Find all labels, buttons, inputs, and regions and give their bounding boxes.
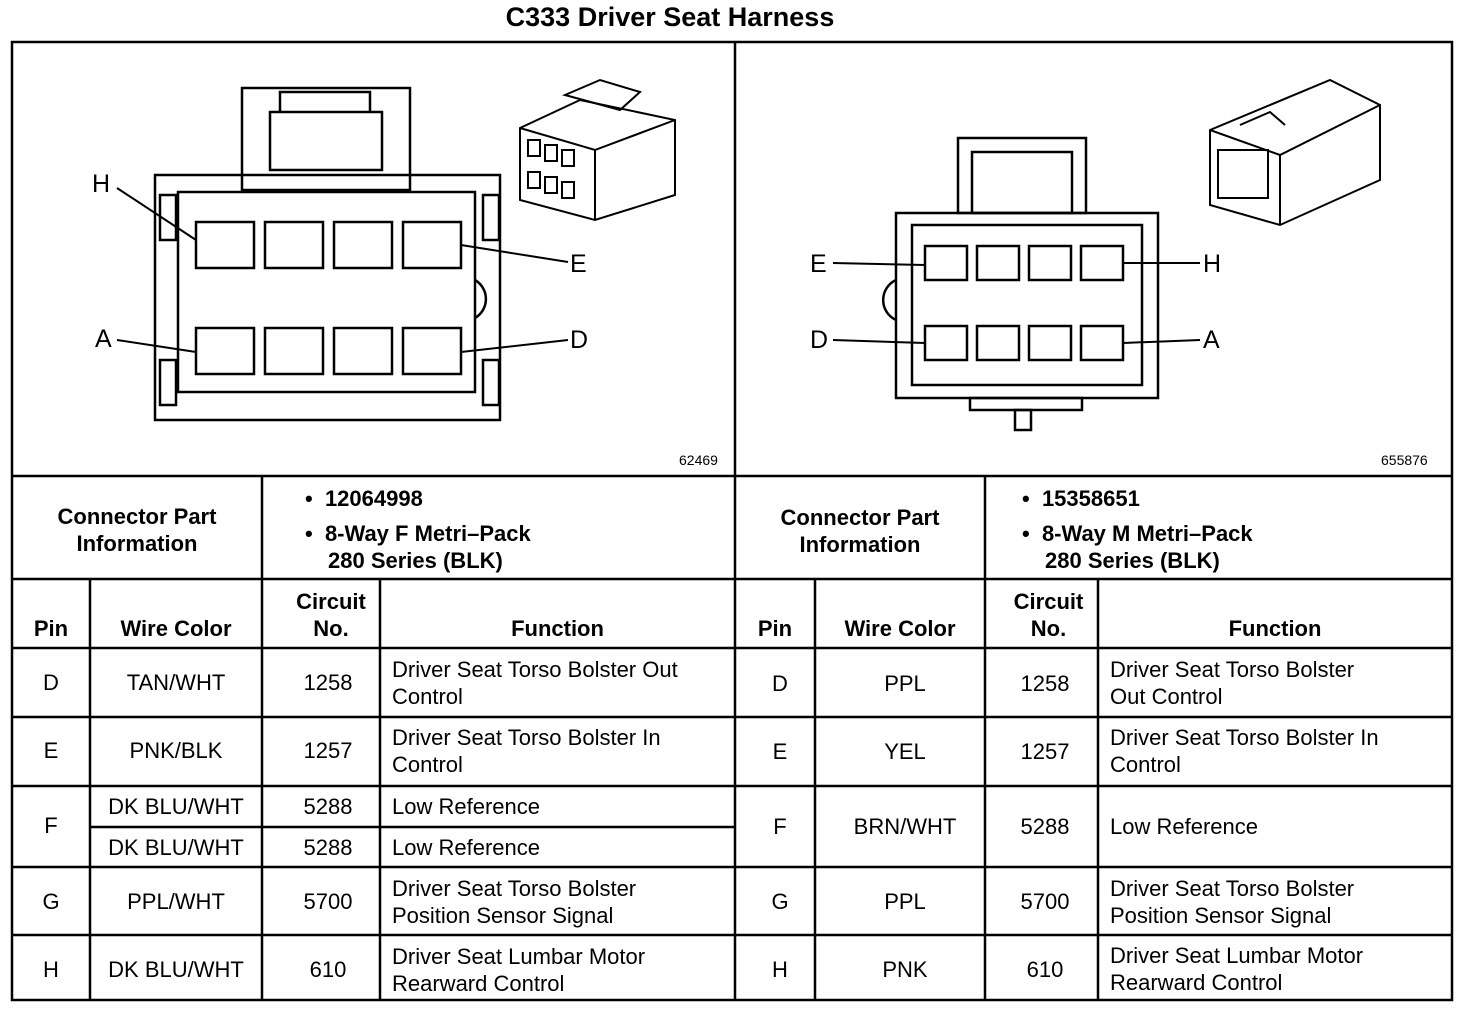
pin-label-a-right: A [1203,326,1220,354]
table-cell-wire-color: PNK [882,957,928,982]
connector-series-left: 280 Series (BLK) [328,548,503,573]
male-connector-isometric [1209,78,1381,227]
table-cell-pin: G [771,889,789,914]
table-cell-wire-color: DK BLU/WHT [108,957,244,982]
figure-number-right: 655876 [1381,452,1428,468]
table-cell-function: Low Reference [392,835,540,860]
header-pin-right: Pin [757,616,793,641]
pin-label-d-right: D [810,326,829,354]
table-cell-wire-color: YEL [884,739,926,764]
table-cell-function: Low Reference [1110,814,1258,839]
table-cell-wire-color: TAN/WHT [126,670,226,695]
table-cell-circuit: 1257 [303,738,353,763]
table-cell-wire-color: DK BLU/WHT [108,835,244,860]
table-cell-circuit: 1257 [1020,739,1070,764]
table-cell-pin: F [773,814,787,839]
table-cell-circuit: 1258 [1020,671,1070,696]
figure-number-left: 62469 [679,452,718,468]
table-cell-circuit: 1258 [303,670,353,695]
table-cell-wire-color: PPL/WHT [127,889,225,914]
connector-type-right: • 8-Way M Metri–Pack [1022,521,1253,546]
table-cell-circuit: 610 [1026,957,1064,982]
pin-label-h-left: H [92,170,111,198]
table-cell-circuit: 5288 [303,794,353,819]
table-cell-circuit: 5700 [303,889,353,914]
table-cell-pin: E [43,738,59,763]
table-cell-wire-color: PNK/BLK [129,738,223,763]
outer-border [10,40,1454,1002]
part-number-left: • 12064998 [305,486,423,511]
pin-label-h-right: H [1203,250,1222,278]
pin-label-a-left: A [95,325,112,353]
table-cell-wire-color: PPL [884,671,926,696]
part-number-right: • 15358651 [1022,486,1140,511]
table-cell-pin: D [772,671,788,696]
header-function-right: Function [1228,616,1322,641]
table-cell-wire-color: BRN/WHT [853,814,957,839]
connector-series-right: 280 Series (BLK) [1045,548,1220,573]
connector-type-left: • 8-Way F Metri–Pack [305,521,531,546]
table-cell-wire-color: PPL [884,889,926,914]
table-cell-circuit: 5288 [303,835,353,860]
table-cell-pin: H [772,957,788,982]
header-wire-color-left: Wire Color [120,616,232,641]
pin-label-e-right: E [810,250,827,278]
table-cell-pin: H [43,957,59,982]
header-wire-color-right: Wire Color [844,616,956,641]
table-cell-circuit: 5700 [1020,889,1070,914]
table-cell-pin: G [42,889,60,914]
table-cell-pin: D [43,670,59,695]
female-connector-isometric [519,78,676,222]
table-cell-circuit: 5288 [1020,814,1070,839]
male-connector-face [832,136,1201,432]
table-cell-function: Low Reference [392,794,540,819]
pin-label-d-left: D [570,326,589,354]
table-cell-pin: E [772,739,788,764]
header-function-left: Function [511,616,604,641]
table-cell-circuit: 610 [309,957,347,982]
female-connector-face [116,86,569,422]
table-cell-pin: F [44,813,58,838]
table-cell-wire-color: DK BLU/WHT [108,794,244,819]
pin-label-e-left: E [570,250,587,278]
page-title: C333 Driver Seat Harness [505,2,835,32]
header-pin-left: Pin [33,616,69,641]
